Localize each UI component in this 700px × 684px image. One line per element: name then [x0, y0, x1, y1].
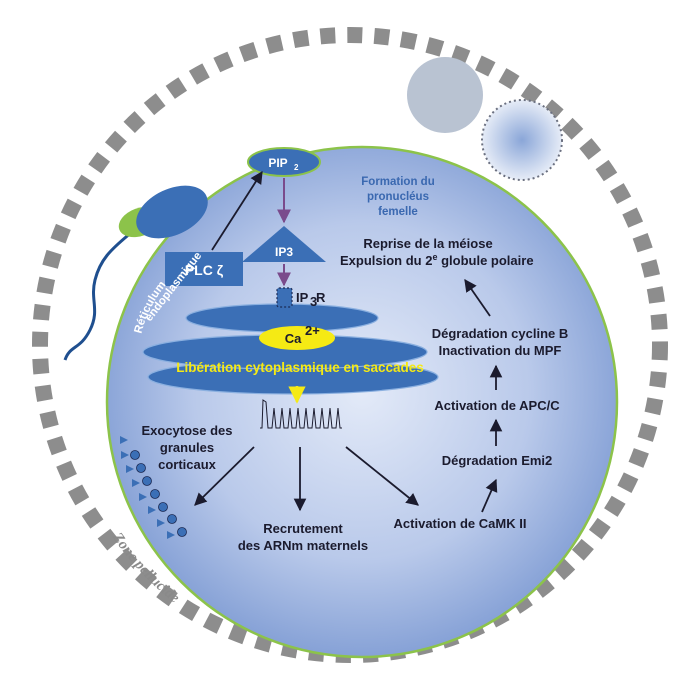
sperm-icon: [63, 185, 208, 361]
arrow-to-camk: [345, 446, 419, 506]
recrutement-label-line2: des ARNm maternels: [238, 538, 368, 553]
exocytose-label-line2: granules: [160, 440, 214, 455]
cycline-label-line1: Dégradation cycline B: [432, 326, 569, 341]
apc-label: Activation de APC/C: [434, 398, 560, 413]
calcium-oscillation-icon: [260, 399, 342, 429]
pronucleus-label-line3: femelle: [378, 206, 418, 218]
ip3r-label-sub: 3: [310, 294, 317, 309]
calcium-release-label: Libération cytoplasmique en saccades: [176, 360, 424, 375]
arrow-to-exocytose: [194, 446, 255, 506]
arrow-cycline-to-meiose: [464, 278, 491, 317]
plc-to-pip2-arrow: [211, 170, 263, 251]
plc-box: [165, 252, 243, 286]
ip3-triangle: [242, 226, 326, 262]
meiose-label-line1: Reprise de la méiose: [363, 236, 492, 251]
ip3r-label-main: IP: [296, 290, 309, 305]
endoplasmic-reticulum: [142, 303, 439, 395]
emi2-label: Dégradation Emi2: [442, 453, 553, 468]
ip3r-label-end: R: [316, 290, 326, 305]
pronucleus-label-line1: Formation du: [361, 176, 434, 188]
meiose-label-line2a: Expulsion du 2e globule polaire: [340, 252, 534, 268]
pip2-label: PIP: [268, 156, 287, 170]
pip2-subscript: 2: [294, 163, 299, 172]
calcium-superscript: 2+: [305, 323, 320, 338]
calcium-label: Ca: [285, 331, 302, 346]
plc-label: PLC ζ: [185, 262, 224, 278]
arrow-camk-to-emi2: [481, 478, 498, 513]
pip2-ellipse: PIP 2: [247, 147, 321, 177]
calcium-ellipse: [259, 326, 335, 350]
exocytose-label-line3: corticaux: [158, 457, 217, 472]
exocytosed-granules: [120, 436, 175, 539]
ip3-receptor: [276, 287, 293, 308]
polar-body-icon: [407, 57, 483, 133]
camk-label: Activation de CaMK II: [394, 516, 527, 531]
pronucleus-label-line2: pronucléus: [367, 191, 429, 203]
recrutement-label-line1: Recrutement: [263, 521, 343, 536]
polar-body-icon: [481, 99, 563, 181]
ip3-label: IP3: [275, 245, 293, 259]
cortical-granules: [130, 450, 187, 537]
cycline-label-line2: Inactivation du MPF: [439, 343, 562, 358]
exocytose-label-line1: Exocytose des: [141, 423, 232, 438]
